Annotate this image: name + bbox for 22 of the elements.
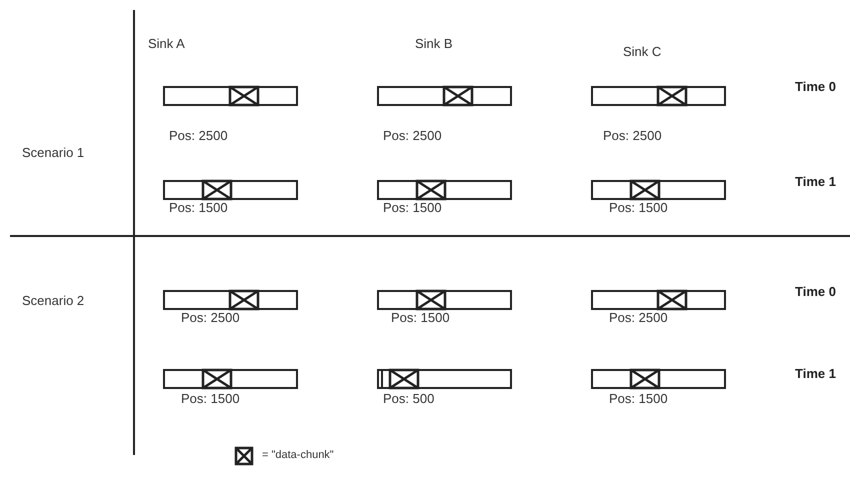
scenario-label: Scenario 2 [22,293,84,308]
position-label: Pos: 2500 [609,310,668,325]
position-label: Pos: 2500 [181,310,240,325]
sink-label: Sink A [148,36,185,51]
position-label: Pos: 1500 [181,391,240,406]
position-label: Pos: 2500 [603,128,662,143]
sink-label: Sink B [415,36,453,51]
position-label: Pos: 1500 [169,200,228,215]
position-label: Pos: 2500 [169,128,228,143]
time-label: Time 1 [795,366,836,381]
time-label: Time 0 [795,284,836,299]
sink-label: Sink C [623,44,662,59]
position-label: Pos: 1500 [609,391,668,406]
position-label: Pos: 500 [383,391,434,406]
position-label: Pos: 1500 [383,200,442,215]
scenario-label: Scenario 1 [22,145,84,160]
legend-text: = "data-chunk" [262,449,334,461]
time-label: Time 0 [795,79,836,94]
position-label: Pos: 1500 [609,200,668,215]
position-label: Pos: 2500 [383,128,442,143]
time-label: Time 1 [795,174,836,189]
position-label: Pos: 1500 [391,310,450,325]
